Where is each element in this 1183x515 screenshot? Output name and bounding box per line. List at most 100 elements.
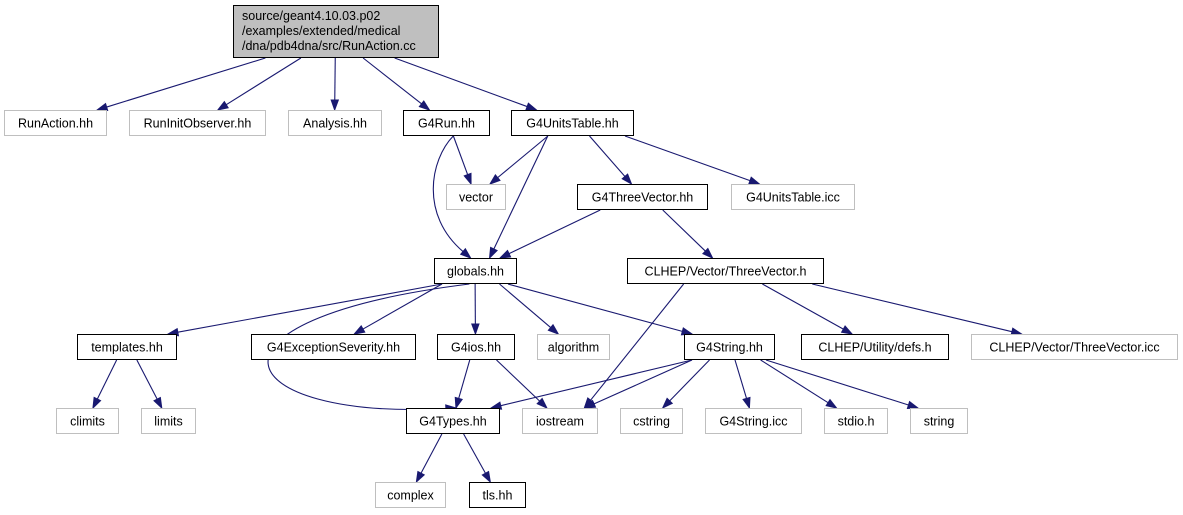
node-clhep-utility-defs-h[interactable]: CLHEP/Utility/defs.h <box>801 334 949 360</box>
node-limits: limits <box>141 408 196 434</box>
edge-root-to-analysis-hh <box>330 57 340 112</box>
edge-globals-hh-to-templates-hh <box>166 283 443 337</box>
node-label: cstring <box>633 415 670 429</box>
node-runinitobserver-hh: RunInitObserver.hh <box>129 110 266 136</box>
node-g4string-icc: G4String.icc <box>705 408 802 434</box>
node-box <box>469 482 526 508</box>
edge-line <box>507 283 683 332</box>
edge-g4ios-hh-to-iostream <box>496 359 548 410</box>
node-globals-hh[interactable]: globals.hh <box>434 258 517 284</box>
node-clhep-threevector-h[interactable]: CLHEP/Vector/ThreeVector.h <box>627 258 824 284</box>
edge-arrowhead <box>748 176 761 185</box>
node-label: G4ThreeVector.hh <box>592 191 694 205</box>
node-g4unitstable-hh[interactable]: G4UnitsTable.hh <box>511 110 634 136</box>
node-g4types-hh[interactable]: G4Types.hh <box>406 408 500 434</box>
edge-line <box>669 359 710 402</box>
node-label: source/geant4.10.03.p02 <box>242 9 380 23</box>
edge-line <box>394 57 528 108</box>
edge-root-to-g4run-hh <box>362 57 431 111</box>
edge-arrowhead <box>481 470 492 484</box>
edge-g4unitstable-hh-to-g4unitstable-icc <box>624 135 761 185</box>
edge-arrowhead <box>216 100 229 111</box>
node-box <box>141 408 196 434</box>
node-g4run-hh[interactable]: G4Run.hh <box>403 110 490 136</box>
edge-arrowhead <box>463 172 472 186</box>
edge-arrowhead <box>840 325 854 335</box>
node-box <box>403 110 490 136</box>
edge-line <box>500 359 693 407</box>
edge-line <box>765 359 909 406</box>
edge-g4string-hh-to-string <box>765 359 920 409</box>
edge-line <box>96 359 118 400</box>
node-climits: climits <box>56 408 119 434</box>
edge-root-to-runinitobserver-hh <box>216 57 302 111</box>
edge-line <box>593 359 693 405</box>
edge-line <box>760 359 829 404</box>
edge-clhep-threevector-h-to-clhep-utility-defs-h <box>762 283 854 335</box>
edge-line <box>362 283 443 330</box>
edge-arrowhead <box>661 397 674 410</box>
node-box <box>731 184 855 210</box>
node-g4ios-hh[interactable]: G4ios.hh <box>437 334 515 360</box>
edge-line <box>812 283 1013 333</box>
edge-line <box>225 57 302 106</box>
edge-line <box>589 135 626 177</box>
edge-arrowhead <box>330 99 340 112</box>
node-box <box>537 334 610 360</box>
node-label: CLHEP/Utility/defs.h <box>818 341 931 355</box>
node-box <box>577 184 708 210</box>
node-templates-hh[interactable]: templates.hh <box>77 334 177 360</box>
edge-g4unitstable-hh-to-g4threevector-hh <box>589 135 633 186</box>
edge-g4types-hh-to-complex <box>415 433 443 484</box>
node-g4unitstable-icc: G4UnitsTable.icc <box>731 184 855 210</box>
edge-line <box>499 283 552 328</box>
node-clhep-threevector-icc: CLHEP/Vector/ThreeVector.icc <box>971 334 1178 360</box>
edge-line <box>458 359 471 399</box>
node-string: string <box>910 408 968 434</box>
edges-layer <box>92 57 1024 484</box>
node-label: Analysis.hh <box>303 117 367 131</box>
node-box <box>375 482 446 508</box>
node-label: G4ExceptionSeverity.hh <box>267 341 400 355</box>
edge-arrowhead <box>547 323 560 335</box>
node-g4string-hh[interactable]: G4String.hh <box>684 334 775 360</box>
node-complex: complex <box>375 482 446 508</box>
edge-line <box>106 57 266 108</box>
node-box <box>971 334 1178 360</box>
node-box <box>406 408 500 434</box>
node-tls-hh[interactable]: tls.hh <box>469 482 526 508</box>
node-box <box>4 110 107 136</box>
node-label: CLHEP/Vector/ThreeVector.icc <box>989 341 1159 355</box>
node-cstring: cstring <box>620 408 683 434</box>
edge-arrowhead <box>488 246 498 260</box>
node-box <box>511 110 634 136</box>
node-g4threevector-hh[interactable]: G4ThreeVector.hh <box>577 184 708 210</box>
node-label: /examples/extended/medical <box>242 24 400 38</box>
edge-line <box>420 433 443 474</box>
node-box <box>620 408 683 434</box>
node-root[interactable]: source/geant4.10.03.p02/examples/extende… <box>233 5 439 58</box>
edge-g4string-hh-to-g4string-icc <box>734 359 751 410</box>
edge-arrowhead <box>95 102 109 112</box>
edge-arrowhead <box>498 249 512 259</box>
node-box <box>801 334 949 360</box>
node-label: G4UnitsTable.icc <box>746 191 840 205</box>
node-label: G4Run.hh <box>418 117 475 131</box>
edge-line <box>508 209 601 255</box>
edge-arrowhead <box>680 327 694 336</box>
edge-arrowhead <box>459 247 472 259</box>
node-box <box>233 5 439 58</box>
node-runaction-hh: RunAction.hh <box>4 110 107 136</box>
edge-line <box>496 359 541 402</box>
edge-templates-hh-to-climits <box>92 359 118 410</box>
node-g4exceptionseverity-hh[interactable]: G4ExceptionSeverity.hh <box>251 334 416 360</box>
node-box <box>56 408 119 434</box>
node-label: globals.hh <box>447 265 504 279</box>
node-label: vector <box>459 191 493 205</box>
edge-arrowhead <box>92 396 102 410</box>
node-label: CLHEP/Vector/ThreeVector.h <box>645 265 807 279</box>
node-label: G4String.icc <box>719 415 787 429</box>
node-iostream: iostream <box>522 408 598 434</box>
edge-g4threevector-hh-to-clhep-threevector-h <box>662 209 714 260</box>
